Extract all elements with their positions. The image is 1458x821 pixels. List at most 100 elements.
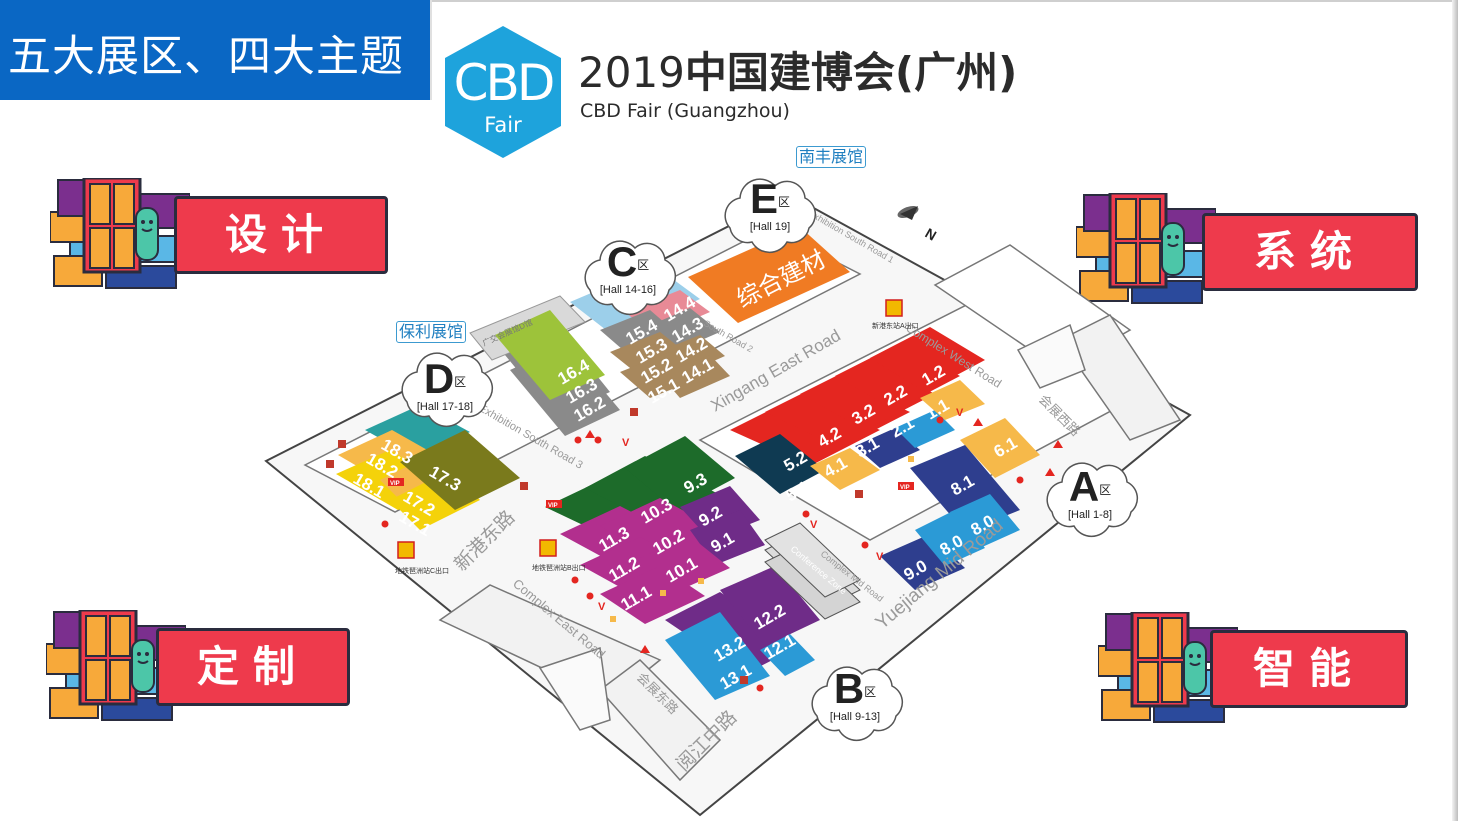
hall [495, 310, 605, 400]
zone-c-halls: [Hall 14-16] [599, 284, 657, 296]
theme-badge-smart: 智能 [1098, 612, 1410, 724]
expo-city: (广州) [894, 48, 1018, 97]
zone-c-letter: C区 [588, 240, 668, 287]
zone-b-halls: [Hall 9-13] [829, 711, 881, 723]
zone-a-letter-text: A [1068, 463, 1100, 510]
page-title: 五大展区、四大主题 [8, 32, 404, 82]
cloud-b [811, 666, 904, 742]
expo-title: 2019中国建博会(广州) [578, 46, 1017, 100]
metro-c-label: 地铁琶洲站C出口 [395, 566, 449, 575]
cloud-a [1046, 462, 1139, 538]
zone-e: E区 [Hall 19] [730, 170, 810, 240]
hall-zone-e [688, 227, 850, 323]
zone-c: C区 [Hall 14-16] [588, 233, 668, 303]
hall [915, 510, 985, 566]
zone-d: D区 [Hall 17-18] [405, 350, 485, 420]
hall [960, 418, 1040, 478]
metro-icons [397, 299, 903, 559]
theme-badge-system: 系统 [1076, 193, 1420, 305]
theme-label-system: 系统 [1202, 213, 1418, 291]
vip-labels: VIP VIP VIP [390, 481, 910, 509]
venue-tag-poly: 保利展馆 [396, 321, 467, 343]
hall [760, 634, 815, 676]
v-marker: V [876, 551, 884, 563]
venue-tag-nanfeng: 南丰展馆 [796, 146, 867, 168]
hall [600, 310, 680, 356]
zone-e-halls: [Hall 19] [749, 221, 791, 233]
cloud-e [724, 178, 817, 254]
zone-a-letter: A区 [1050, 465, 1130, 512]
plot [1016, 323, 1086, 389]
compass-label: N [923, 225, 940, 244]
logo-sub: Fair [484, 113, 522, 137]
zone-b-letter: B区 [815, 667, 895, 714]
zone-a: A区 [Hall 1-8] [1050, 458, 1130, 528]
metro-icon [885, 299, 903, 317]
vip-label: VIP [390, 481, 400, 487]
zone-d-letter: D区 [405, 357, 485, 404]
zone-e-letter: E区 [730, 177, 810, 224]
vip-marker [388, 478, 404, 486]
hall [625, 436, 735, 510]
compass-icon: N [897, 205, 940, 244]
hall [600, 566, 705, 624]
zone-b-qu: 区 [864, 684, 877, 699]
v-marker: V [956, 407, 964, 419]
cbd-logo: CBD Fair [443, 24, 563, 160]
right-edge [1452, 0, 1458, 821]
metro-icon [397, 541, 415, 559]
hall [920, 380, 985, 420]
hall [400, 430, 520, 510]
hall [870, 327, 985, 392]
theme-label-custom: 定制 [156, 628, 350, 706]
hall [810, 448, 880, 490]
vip-marker [546, 500, 562, 508]
plot [1058, 314, 1182, 441]
hall [950, 494, 1020, 548]
vip-markers [388, 478, 914, 508]
vip-marker [898, 482, 914, 490]
cloud-d [401, 352, 494, 428]
zone-e-qu: 区 [778, 194, 791, 209]
facility-icons [326, 408, 1063, 692]
hall [855, 428, 920, 468]
cloud-c [584, 240, 677, 316]
zone-b-letter-text: B [833, 665, 865, 712]
conference-zone [764, 522, 861, 598]
zone-e-letter-text: E [749, 175, 778, 222]
theme-badge-custom: 定制 [46, 610, 352, 722]
theme-badge-design: 设计 [50, 178, 390, 290]
metro-icon [539, 539, 557, 557]
vip-label: VIP [900, 485, 910, 491]
v-markers: V V V V V [598, 407, 964, 613]
logo-abbr: CBD [453, 54, 556, 112]
expo-name: 中国建博会 [684, 48, 895, 97]
plot [538, 647, 611, 731]
hexagon-icon [445, 26, 561, 158]
vip-label: VIP [548, 503, 558, 509]
hall [735, 434, 825, 494]
zone-a-halls: [Hall 1-8] [1067, 509, 1113, 521]
zone-c-qu: 区 [637, 257, 650, 272]
expo-year: 2019 [578, 48, 685, 97]
theme-label-design: 设计 [174, 196, 388, 274]
v-marker: V [598, 601, 606, 613]
hall [610, 332, 690, 376]
plot [598, 659, 722, 782]
v-marker: V [622, 437, 630, 449]
zone-clouds [401, 178, 1139, 742]
zone-a-qu: 区 [1099, 482, 1112, 497]
door-icon [1098, 612, 1238, 723]
zone-d-qu: 区 [454, 374, 467, 389]
expo-english-name: CBD Fair (Guangzhou) [580, 100, 790, 122]
zone-d-letter-text: D [423, 355, 455, 402]
zone-c-letter-text: C [606, 238, 638, 285]
door-icon [1076, 193, 1216, 304]
hall [660, 355, 730, 398]
zone-b: B区 [Hall 9-13] [815, 660, 895, 730]
hall [720, 566, 820, 646]
hall [640, 536, 730, 590]
metro-b-label: 地铁琶洲站B出口 [532, 563, 586, 572]
v-marker: V [810, 519, 818, 531]
